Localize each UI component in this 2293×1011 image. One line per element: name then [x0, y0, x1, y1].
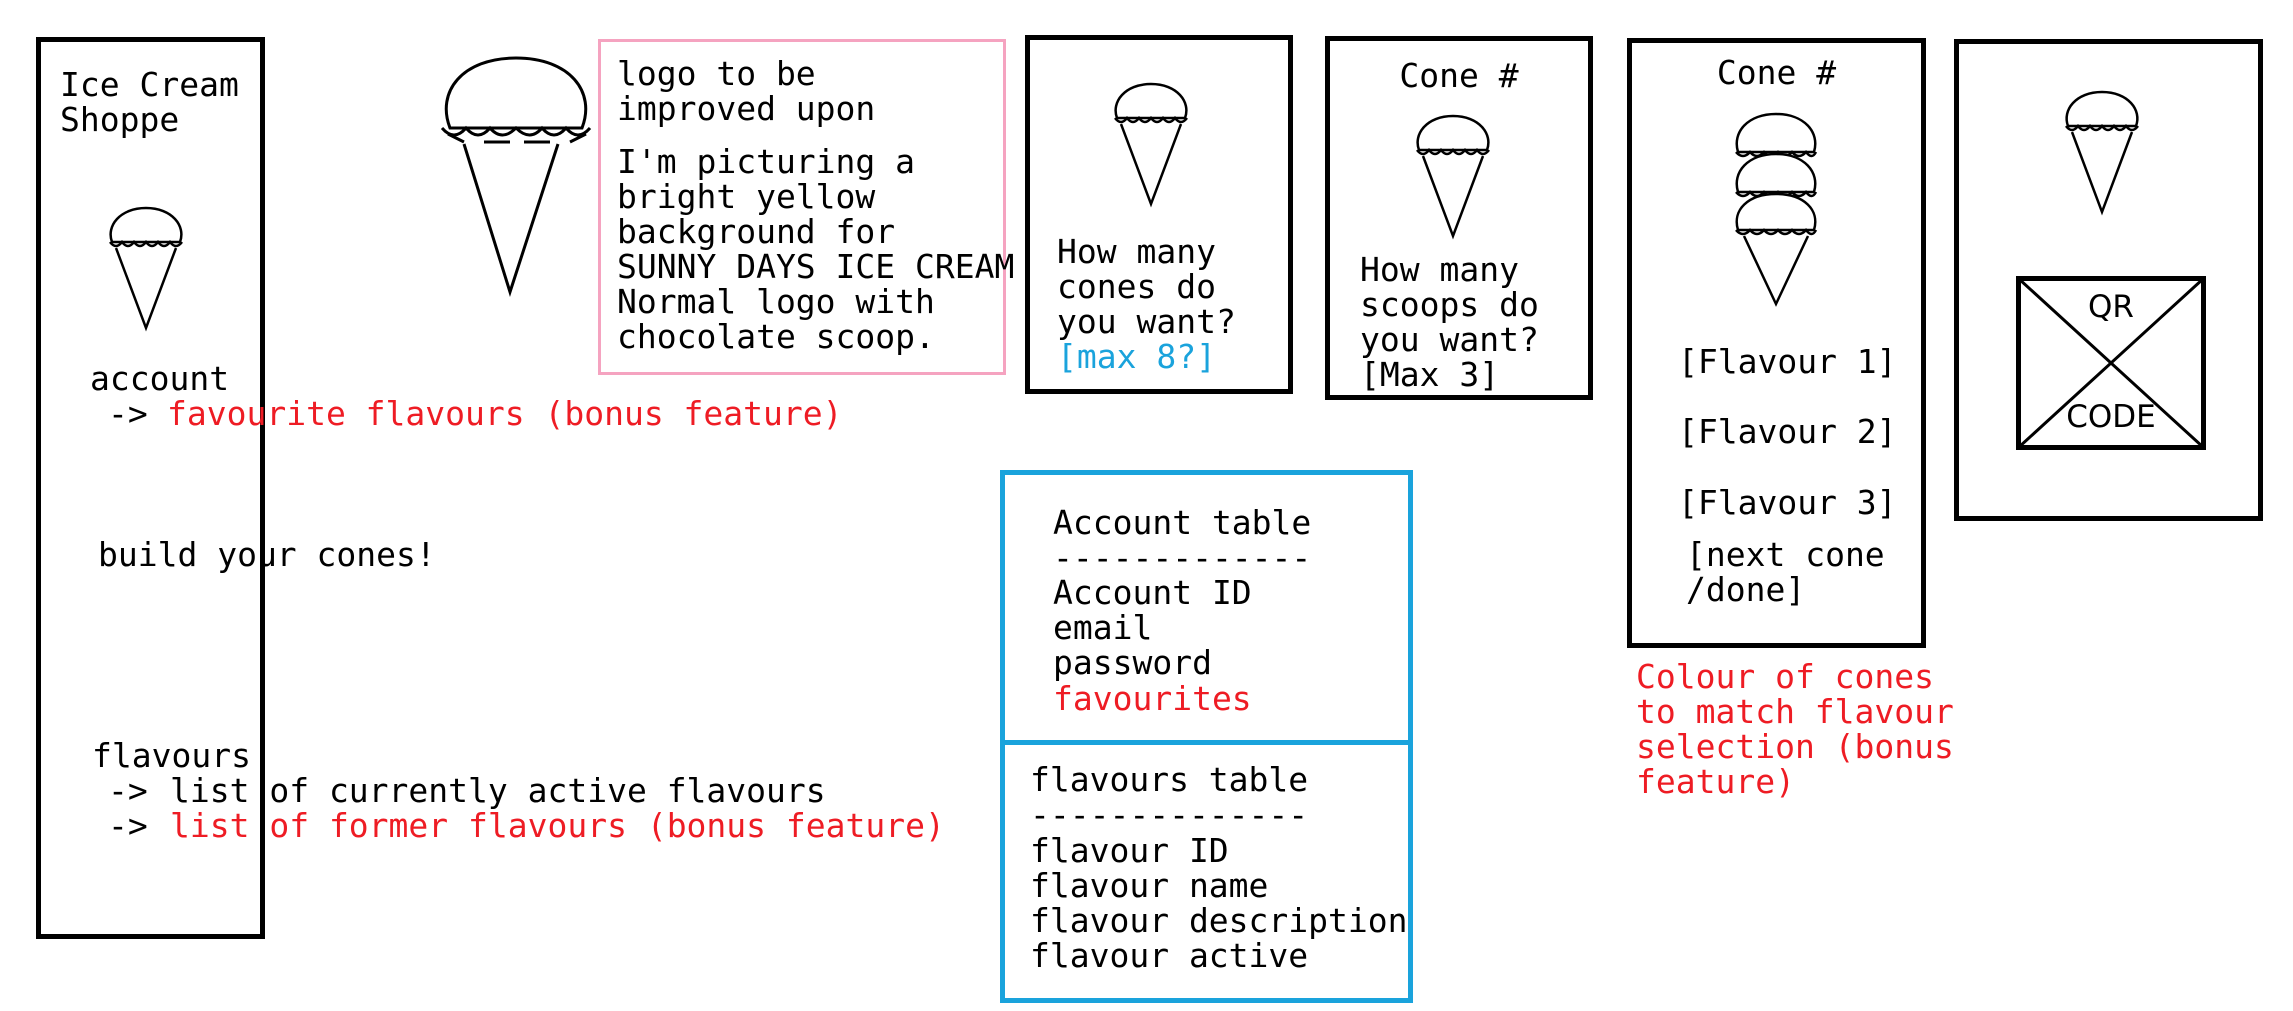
- account-table-title: Account table: [1053, 503, 1312, 542]
- triple-scoop-cone-icon: [1735, 112, 1818, 307]
- cone-count-input[interactable]: [max 8?]: [1057, 337, 1216, 376]
- nav-account[interactable]: account: [90, 359, 230, 398]
- flavours-table-title: flavours table: [1030, 760, 1309, 799]
- database-tables-box: [1000, 470, 1413, 1003]
- logo-note-description: I'm picturing a bright yellow background…: [617, 142, 1015, 356]
- qr-code-placeholder-icon: [2016, 276, 2206, 450]
- nav-build-cones[interactable]: build your cones!: [98, 535, 436, 574]
- flavour-option-3[interactable]: [Flavour 3]: [1678, 483, 1897, 522]
- ice-cream-cone-icon: [109, 206, 183, 332]
- ice-cream-cone-icon: [1416, 114, 1490, 240]
- next-cone-done-button[interactable]: [next cone /done]: [1686, 535, 1885, 609]
- nav-flavours[interactable]: flavours: [92, 736, 251, 775]
- home-panel: [36, 37, 265, 939]
- flavour-panel-title: Cone #: [1716, 53, 1837, 92]
- flavour-select-panel: [1627, 38, 1926, 648]
- account-table-fields: Account ID email password: [1053, 573, 1252, 682]
- logo-note-heading: logo to be improved upon: [617, 54, 876, 128]
- nav-active-flavours[interactable]: list of currently active flavours: [170, 771, 826, 810]
- nav-account-arrow: ->: [108, 394, 148, 433]
- app-title: Ice Cream Shoppe: [60, 65, 239, 139]
- ice-cream-cone-icon: [2065, 90, 2139, 216]
- flavours-table-rule: --------------: [1030, 795, 1309, 834]
- flavours-table-fields: flavour ID flavour name flavour descript…: [1030, 831, 1408, 975]
- flavour-colour-note: Colour of cones to match flavour selecti…: [1636, 657, 1954, 801]
- qr-code-panel: [1954, 39, 2263, 521]
- account-table-favourites: favourites: [1053, 679, 1252, 718]
- qr-label-top: QR: [2088, 289, 2134, 325]
- nav-flavours-arrow-1: ->: [108, 771, 148, 810]
- cone-count-panel: [1025, 35, 1293, 394]
- account-table-rule: -------------: [1053, 538, 1312, 577]
- ice-cream-cone-icon: [1114, 82, 1188, 208]
- logo-ice-cream-icon: [440, 56, 592, 297]
- scoop-panel-title: Cone #: [1399, 56, 1519, 95]
- nav-former-flavours[interactable]: list of former flavours (bonus feature): [170, 806, 945, 845]
- logo-note-box: [598, 39, 1006, 375]
- flavour-option-1[interactable]: [Flavour 1]: [1678, 342, 1897, 381]
- flavour-option-2[interactable]: [Flavour 2]: [1678, 412, 1897, 451]
- scoop-count-panel: [1325, 36, 1593, 400]
- qr-label-bottom: CODE: [2066, 399, 2156, 435]
- cone-count-question: How many cones do you want?: [1057, 232, 1236, 341]
- table-divider: [1000, 740, 1413, 745]
- nav-favourite-flavours[interactable]: favourite flavours (bonus feature): [167, 394, 843, 433]
- nav-flavours-arrow-2: ->: [108, 806, 148, 845]
- scoop-count-input[interactable]: [Max 3]: [1360, 355, 1500, 394]
- scoop-count-question: How many scoops do you want?: [1360, 250, 1539, 359]
